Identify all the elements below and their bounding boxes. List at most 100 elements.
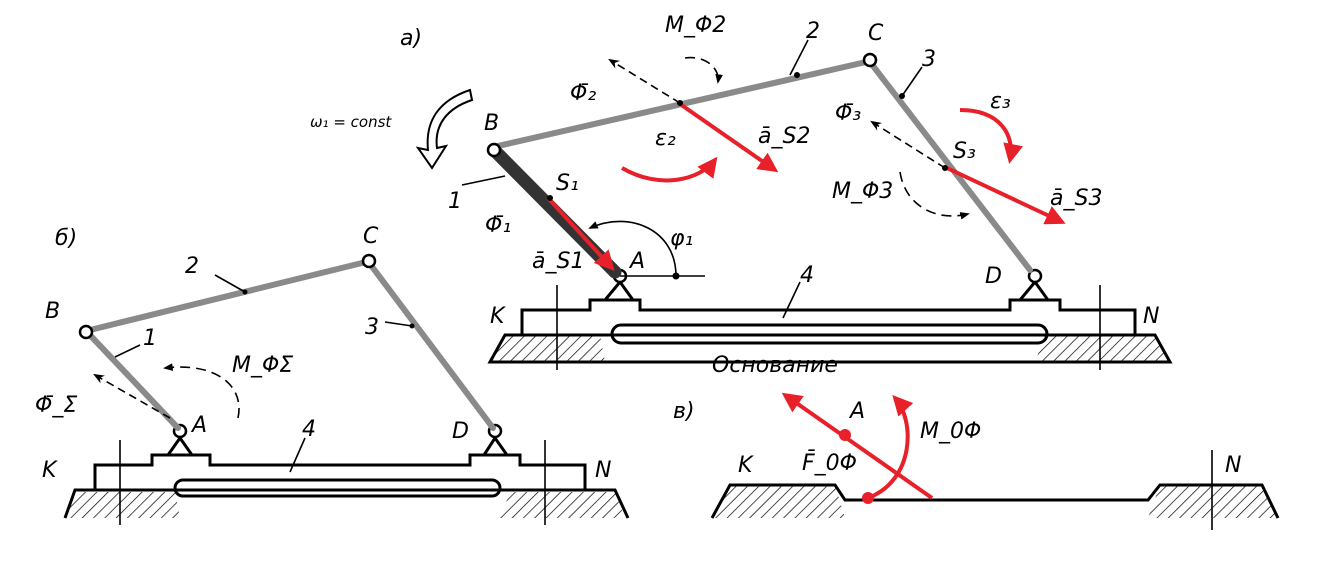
b-joint-B: [78, 324, 94, 340]
b-label-K: K: [42, 458, 58, 483]
label-phi1: φ₁: [670, 226, 693, 251]
support-D: [1018, 268, 1050, 301]
eps2-arc: [620, 156, 718, 183]
b-force-PhiSum-arrow: [93, 373, 171, 419]
label-aS3: ā_S3: [1050, 186, 1102, 211]
b-ground-outline: [63, 488, 630, 519]
leader-link-2: [789, 39, 809, 76]
label-Phi1: Φ̄₁: [485, 213, 511, 238]
joint-C: [862, 52, 878, 68]
leader-link-4: [782, 281, 801, 319]
b-link-3-mark: [409, 323, 415, 329]
b-leader-link-4: [289, 437, 306, 473]
accel-aS1-arrow: [546, 196, 615, 271]
label-S3: S₃: [953, 139, 976, 164]
ground-outline: [487, 333, 1173, 364]
c-label-N: N: [1225, 453, 1241, 478]
c-label-M0Phi: M_0Φ: [920, 419, 981, 444]
c-force-F0Phi-arrow: [781, 392, 934, 500]
label-link-4: 4: [800, 263, 814, 288]
label-link-3: 3: [922, 47, 936, 72]
b-support-D: [482, 423, 509, 456]
panel-c: в) A K N F̄_0Φ M_0Φ: [673, 392, 1280, 530]
eps3-arc: [959, 108, 1023, 164]
panel-b: б) B C A: [35, 224, 630, 525]
link-2-mark: [794, 72, 800, 78]
b-ground-hatch-left: [65, 492, 180, 518]
ground-hatch-left: [490, 335, 605, 362]
c-label-F0Phi: F̄_0Φ: [802, 450, 857, 476]
accel-aS3-arrow: [946, 166, 1066, 225]
b-frame-4-outline: [93, 453, 587, 490]
label-link-1: 1: [448, 189, 462, 214]
b-joint-C: [361, 253, 377, 269]
label-link-2: 2: [806, 19, 820, 44]
b-label-MPhiSum: M_ΦΣ: [232, 353, 293, 378]
label-eps3: ε₃: [990, 89, 1011, 114]
joint-B: [486, 142, 502, 158]
moment-MPhi3-arc: [899, 171, 970, 220]
force-Phi2-arrow: [608, 58, 681, 104]
b-link-3: [367, 261, 496, 431]
panel-a-base: [487, 285, 1173, 370]
b-leader-link-3: [384, 321, 413, 327]
b-link-2-mark: [242, 289, 248, 295]
panel-b-tag: б): [55, 226, 77, 251]
c-moment-M0Phi-arc: [867, 395, 914, 500]
b-label-PhiSum: Φ̄_Σ: [35, 393, 77, 418]
moment-MPhi2-arc: [684, 56, 723, 84]
b-leader-link-1: [114, 344, 141, 358]
panel-b-base: [63, 440, 630, 525]
b-leader-link-2: [214, 274, 246, 293]
label-K: K: [490, 304, 506, 329]
label-aS2: ā_S2: [758, 124, 810, 149]
force-Phi3-arrow: [870, 120, 946, 169]
link-3: [867, 59, 1033, 273]
label-N: N: [1143, 304, 1159, 329]
panel-c-base: [710, 450, 1280, 530]
label-Phi3: Φ̄₃: [835, 101, 861, 126]
b-moment-MPhiSum-arc: [163, 363, 240, 419]
b-label-link-4: 4: [302, 417, 316, 442]
label-B: B: [484, 111, 499, 136]
panel-a: а) ω₁ = const: [310, 13, 1173, 378]
point-S1: [547, 195, 553, 201]
label-eps2: ε₂: [655, 126, 676, 151]
angle-phi1-arc: [588, 220, 677, 277]
b-ground-hatch-right: [500, 492, 625, 518]
b-label-link-1: 1: [143, 326, 157, 351]
b-label-C: C: [363, 224, 379, 249]
label-C: C: [868, 21, 884, 46]
b-label-B: B: [45, 299, 60, 324]
panel-c-tag: в): [673, 399, 695, 424]
leader-link-1: [461, 175, 506, 186]
ground-hatch-right: [1035, 335, 1170, 362]
label-MPhi2: M_Φ2: [665, 13, 726, 38]
c-label-K: K: [738, 453, 754, 478]
c-ground-outline: [710, 483, 1280, 519]
label-aS1: ā_S1: [532, 249, 584, 274]
frame-slot: [610, 323, 1049, 345]
c-ground-hatch-right: [1148, 485, 1278, 518]
b-link-2: [87, 259, 369, 333]
b-label-link-3: 3: [365, 315, 379, 340]
label-A: A: [628, 249, 645, 274]
b-label-N: N: [595, 458, 611, 483]
c-ground-hatch-left: [712, 485, 845, 518]
c-point-A: [839, 429, 851, 441]
accel-aS2-arrow: [678, 102, 779, 173]
leader-link-3: [901, 66, 923, 97]
b-link-1: [85, 330, 181, 431]
b-label-A: A: [190, 413, 207, 438]
omega-label: ω₁ = const: [310, 113, 392, 131]
label-MPhi3: M_Φ3: [832, 179, 893, 204]
label-D: D: [985, 264, 1002, 289]
c-label-A: A: [848, 399, 865, 424]
b-frame-slot: [173, 478, 502, 498]
omega-rotation-arrow: [415, 88, 474, 170]
label-Phi2: Φ̄₂: [570, 81, 596, 106]
point-S3: [942, 165, 948, 171]
frame-4-outline: [520, 298, 1137, 335]
panel-a-tag: а): [400, 26, 422, 51]
